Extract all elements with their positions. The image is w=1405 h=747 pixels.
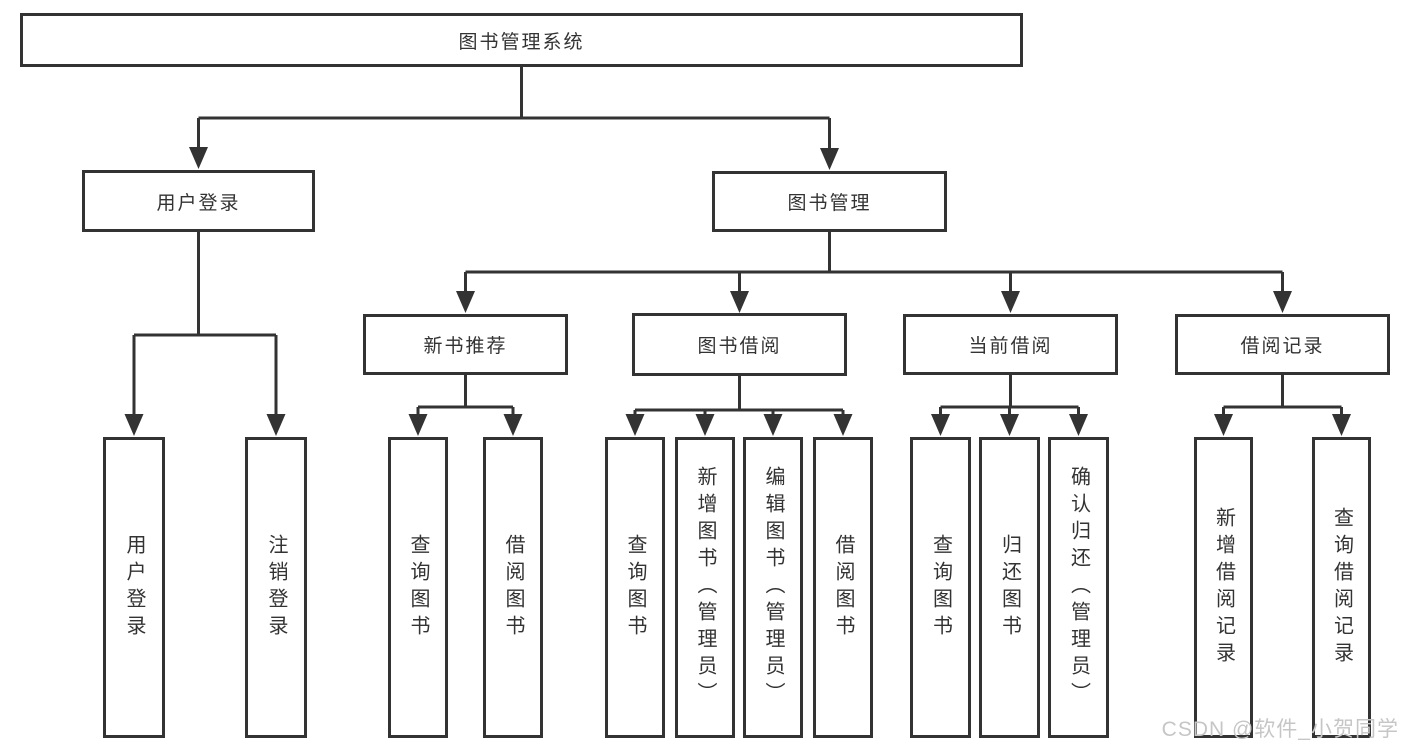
node-root-label: 图书管理系统 — [458, 31, 585, 53]
tree-edges — [132, 67, 1343, 416]
node-user-login-label: 用户登录 — [156, 192, 241, 214]
leaf-logout: 注销登录 — [245, 437, 307, 738]
leaf-bb-query-book: 查询图书 — [605, 437, 665, 738]
leaf-bb-edit-book: 编辑图书（管理员） — [743, 437, 803, 738]
leaf-br-query-record-label: 查询借阅记录 — [1330, 506, 1353, 669]
leaf-bb-borrow-book: 借阅图书 — [813, 437, 873, 738]
leaf-user-login: 用户登录 — [103, 437, 165, 738]
node-book-management-label: 图书管理 — [787, 193, 872, 214]
node-user-login: 用户登录 — [82, 170, 315, 232]
leaf-nbr-query-book: 查询图书 — [388, 437, 448, 738]
leaf-bb-add-book-label: 新增图书（管理员） — [694, 466, 716, 709]
leaf-user-login-label: 用户登录 — [123, 533, 145, 642]
leaf-br-query-record: 查询借阅记录 — [1312, 437, 1371, 738]
leaf-cb-return-book: 归还图书 — [979, 437, 1040, 738]
leaf-bb-edit-book-label: 编辑图书（管理员） — [762, 466, 784, 709]
csdn-watermark: CSDN @软件_小贺同学 — [1161, 718, 1399, 741]
leaf-cb-query-book-label: 查询图书 — [929, 533, 952, 642]
leaf-bb-query-book-label: 查询图书 — [624, 533, 646, 642]
node-current-borrow: 当前借阅 — [903, 314, 1118, 375]
leaf-nbr-query-book-label: 查询图书 — [407, 533, 429, 642]
arrowheads — [124, 147, 1351, 436]
node-borrow-records-label: 借阅记录 — [1240, 336, 1325, 357]
leaf-cb-confirm-return: 确认归还（管理员） — [1048, 437, 1109, 738]
node-current-borrow-label: 当前借阅 — [968, 336, 1053, 357]
leaf-cb-confirm-return-label: 确认归还（管理员） — [1067, 466, 1090, 709]
leaf-cb-query-book: 查询图书 — [910, 437, 971, 738]
node-book-borrow: 图书借阅 — [632, 313, 847, 376]
leaf-bb-borrow-book-label: 借阅图书 — [832, 533, 854, 642]
leaf-bb-add-book: 新增图书（管理员） — [675, 437, 735, 738]
node-new-book-recommend-label: 新书推荐 — [423, 336, 508, 357]
node-new-book-recommend: 新书推荐 — [363, 314, 568, 375]
leaf-cb-return-book-label: 归还图书 — [998, 533, 1021, 642]
leaf-logout-label: 注销登录 — [265, 533, 287, 642]
node-book-borrow-label: 图书借阅 — [697, 336, 782, 357]
node-root: 图书管理系统 — [20, 13, 1023, 67]
node-borrow-records: 借阅记录 — [1175, 314, 1390, 375]
node-book-management: 图书管理 — [712, 171, 947, 232]
leaf-br-add-record-label: 新增借阅记录 — [1212, 506, 1235, 669]
leaf-nbr-borrow-book: 借阅图书 — [483, 437, 543, 738]
leaf-nbr-borrow-book-label: 借阅图书 — [502, 533, 524, 642]
leaf-br-add-record: 新增借阅记录 — [1194, 437, 1253, 738]
